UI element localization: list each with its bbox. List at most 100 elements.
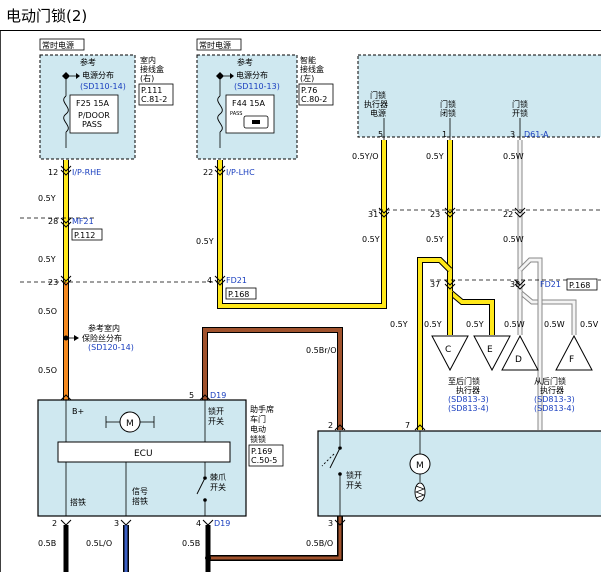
- ref-fuse-code: (SD120-14): [88, 343, 134, 352]
- wire-05b-b: 0.5B: [182, 539, 200, 548]
- relay-col2-l2: 闭锁: [440, 108, 456, 118]
- wire-unlock-white: [517, 140, 577, 430]
- left-ref-code: (SD110-14): [80, 82, 126, 91]
- wire-05y-a: 0.5Y: [38, 194, 56, 203]
- wire-05y-i: 0.5Y: [466, 320, 484, 329]
- ecu-sig2: 搭铁: [132, 496, 148, 506]
- wire-05y-h: 0.5Y: [424, 320, 442, 329]
- conn-ip-rhe: I/P-RHE: [72, 168, 101, 177]
- wire-05w-c: 0.5W: [504, 320, 525, 329]
- pin-23b: 23: [430, 210, 440, 219]
- wire-05y-b: 0.5Y: [38, 255, 56, 264]
- wire-05y-f: 0.5Y: [426, 235, 444, 244]
- wire-05o-a: 0.5O: [38, 307, 57, 316]
- ecu-switch2-l2: 开关: [210, 482, 226, 492]
- ecu-switch1-l2: 开关: [208, 416, 224, 426]
- pin-2b: 2: [52, 519, 57, 528]
- right-box-coord: C.80-2: [301, 95, 327, 104]
- ecu-switch2-l1: 棘爪: [210, 473, 226, 482]
- wire-05yo: 0.5Y/O: [352, 152, 379, 161]
- left-ref-line1: 参考: [80, 57, 96, 67]
- ecu-label: ECU: [134, 449, 153, 459]
- rear-actuator-l1: 从后门锁: [534, 376, 566, 386]
- front-actuator-e: E: [487, 345, 493, 355]
- pin-3b: 3: [114, 519, 119, 528]
- pin-37: 37: [430, 280, 440, 289]
- ecu-module: B+ M ECU 搭铁 信号 搭铁 锁开 开关 棘爪 开关: [37, 399, 247, 517]
- pin-31: 31: [368, 210, 378, 219]
- conn-fd21-page: P.168: [228, 290, 249, 299]
- pin-labels: 12 22 28 23 4 5 1 3 31 23 22 37 38 5 2 7…: [48, 130, 549, 528]
- conn-fd21b-page: P.168: [569, 281, 590, 290]
- wire-05y-e: 0.5Y: [362, 235, 380, 244]
- wire-05b: 0.5B: [38, 539, 56, 548]
- right-box-line1: 智能: [300, 55, 316, 65]
- right-module-switch-l2: 开关: [346, 480, 362, 490]
- right-ref-line2: 电源分布: [236, 70, 268, 80]
- right-fuse-tag: 常时电源: [199, 40, 231, 50]
- module-label-l1: 助手席: [250, 404, 274, 414]
- wire-05lo: 0.5L/O: [86, 539, 112, 548]
- pin-2a: 2: [328, 421, 333, 430]
- ecu-ground1: 搭铁: [70, 497, 86, 507]
- pin-38: 38: [510, 280, 520, 289]
- ecu-bplus: B+: [72, 407, 84, 416]
- wire-05y-c: 0.5Y: [196, 237, 214, 246]
- rear-actuator-l2: 执行器: [540, 385, 564, 395]
- left-fuse-tag: 常时电源: [42, 40, 74, 50]
- relay-col1-l1: 门锁: [370, 90, 386, 100]
- wire-05bro: 0.5Br/O: [306, 346, 337, 355]
- relay-col2-l1: 门锁: [440, 99, 456, 109]
- module-label: 助手席 车门 电动 锁锁 P.169 C.50-5: [248, 404, 284, 467]
- front-actuator-l1: 至后门锁: [448, 376, 480, 386]
- connector-dashes: [20, 209, 601, 283]
- left-box-coord: C.81-2: [141, 95, 167, 104]
- wire-labels: 0.5Y 0.5Y 0.5O 0.5O 0.5Y 0.5Y/O 0.5Y 0.5…: [38, 152, 599, 548]
- pin-3a: 3: [510, 130, 515, 139]
- front-actuator-c: C: [445, 345, 451, 355]
- right-ref-line1: 参考: [237, 57, 253, 67]
- left-box-page: P.111: [141, 86, 162, 95]
- right-box-line2: 接线盒: [300, 64, 324, 74]
- rear-actuator-code2: (SD813-4): [534, 404, 575, 413]
- ecu-switch1-l1: 锁开: [208, 406, 224, 416]
- wire-05bo: 0.5B/O: [306, 539, 333, 548]
- ref-fuse-line1: 参考室内: [88, 323, 120, 333]
- wire-05y-g: 0.5Y: [390, 320, 408, 329]
- front-actuator-l2: 执行器: [456, 385, 480, 395]
- relay-group-panel: 门锁 执行器 电源 门锁 闭锁 门锁 开锁: [357, 54, 601, 140]
- ecu-motor: M: [126, 419, 134, 429]
- module-label-l2: 车门: [250, 414, 266, 424]
- relay-col3-l1: 门锁: [512, 99, 528, 109]
- wire-brown: [202, 327, 343, 430]
- connector-labels: I/P-RHE I/P-LHC MF21 P.112 FD21 P.168 FD…: [71, 168, 598, 528]
- conn-mf21: MF21: [72, 217, 94, 226]
- pin-7: 7: [405, 421, 410, 430]
- front-actuator: C E 至后门锁 执行器 (SD813-3) (SD813-4): [431, 335, 511, 413]
- left-box-line1: 室内: [140, 55, 156, 65]
- module-label-page: P.169: [251, 447, 272, 456]
- conn-fd21b: FD21: [540, 280, 561, 289]
- pin-3c: 3: [328, 519, 333, 528]
- rear-actuator-d: D: [515, 355, 522, 365]
- pin-1: 1: [442, 130, 447, 139]
- wire-05y-d: 0.5Y: [426, 152, 444, 161]
- wire-05o-b: 0.5O: [38, 366, 57, 375]
- left-fuse-name2: PASS: [82, 120, 102, 129]
- pin-22b: 22: [503, 210, 513, 219]
- rear-actuator-f: F: [569, 355, 574, 365]
- conn-ip-lhc: I/P-LHC: [226, 168, 255, 177]
- module-label-l4: 锁锁: [250, 434, 266, 444]
- ecu-sig1: 信号: [132, 486, 148, 496]
- pin-12: 12: [48, 168, 58, 177]
- rear-actuator: D F 从后门锁 执行器 (SD813-3) (SD813-4): [501, 334, 593, 413]
- left-fuse-box: 常时电源 参考 电源分布 (SD110-14) 室内 接线盒 (右) P.111…: [39, 38, 174, 160]
- left-box-line2: 接线盒: [140, 64, 164, 74]
- wire-bottom: [63, 515, 343, 572]
- right-ref-code: (SD110-13): [234, 82, 280, 91]
- pin-4a: 4: [207, 276, 212, 285]
- wire-lock-yellow: [417, 140, 495, 430]
- wire-05w-d: 0.5W: [544, 320, 565, 329]
- pin-28: 28: [48, 217, 58, 226]
